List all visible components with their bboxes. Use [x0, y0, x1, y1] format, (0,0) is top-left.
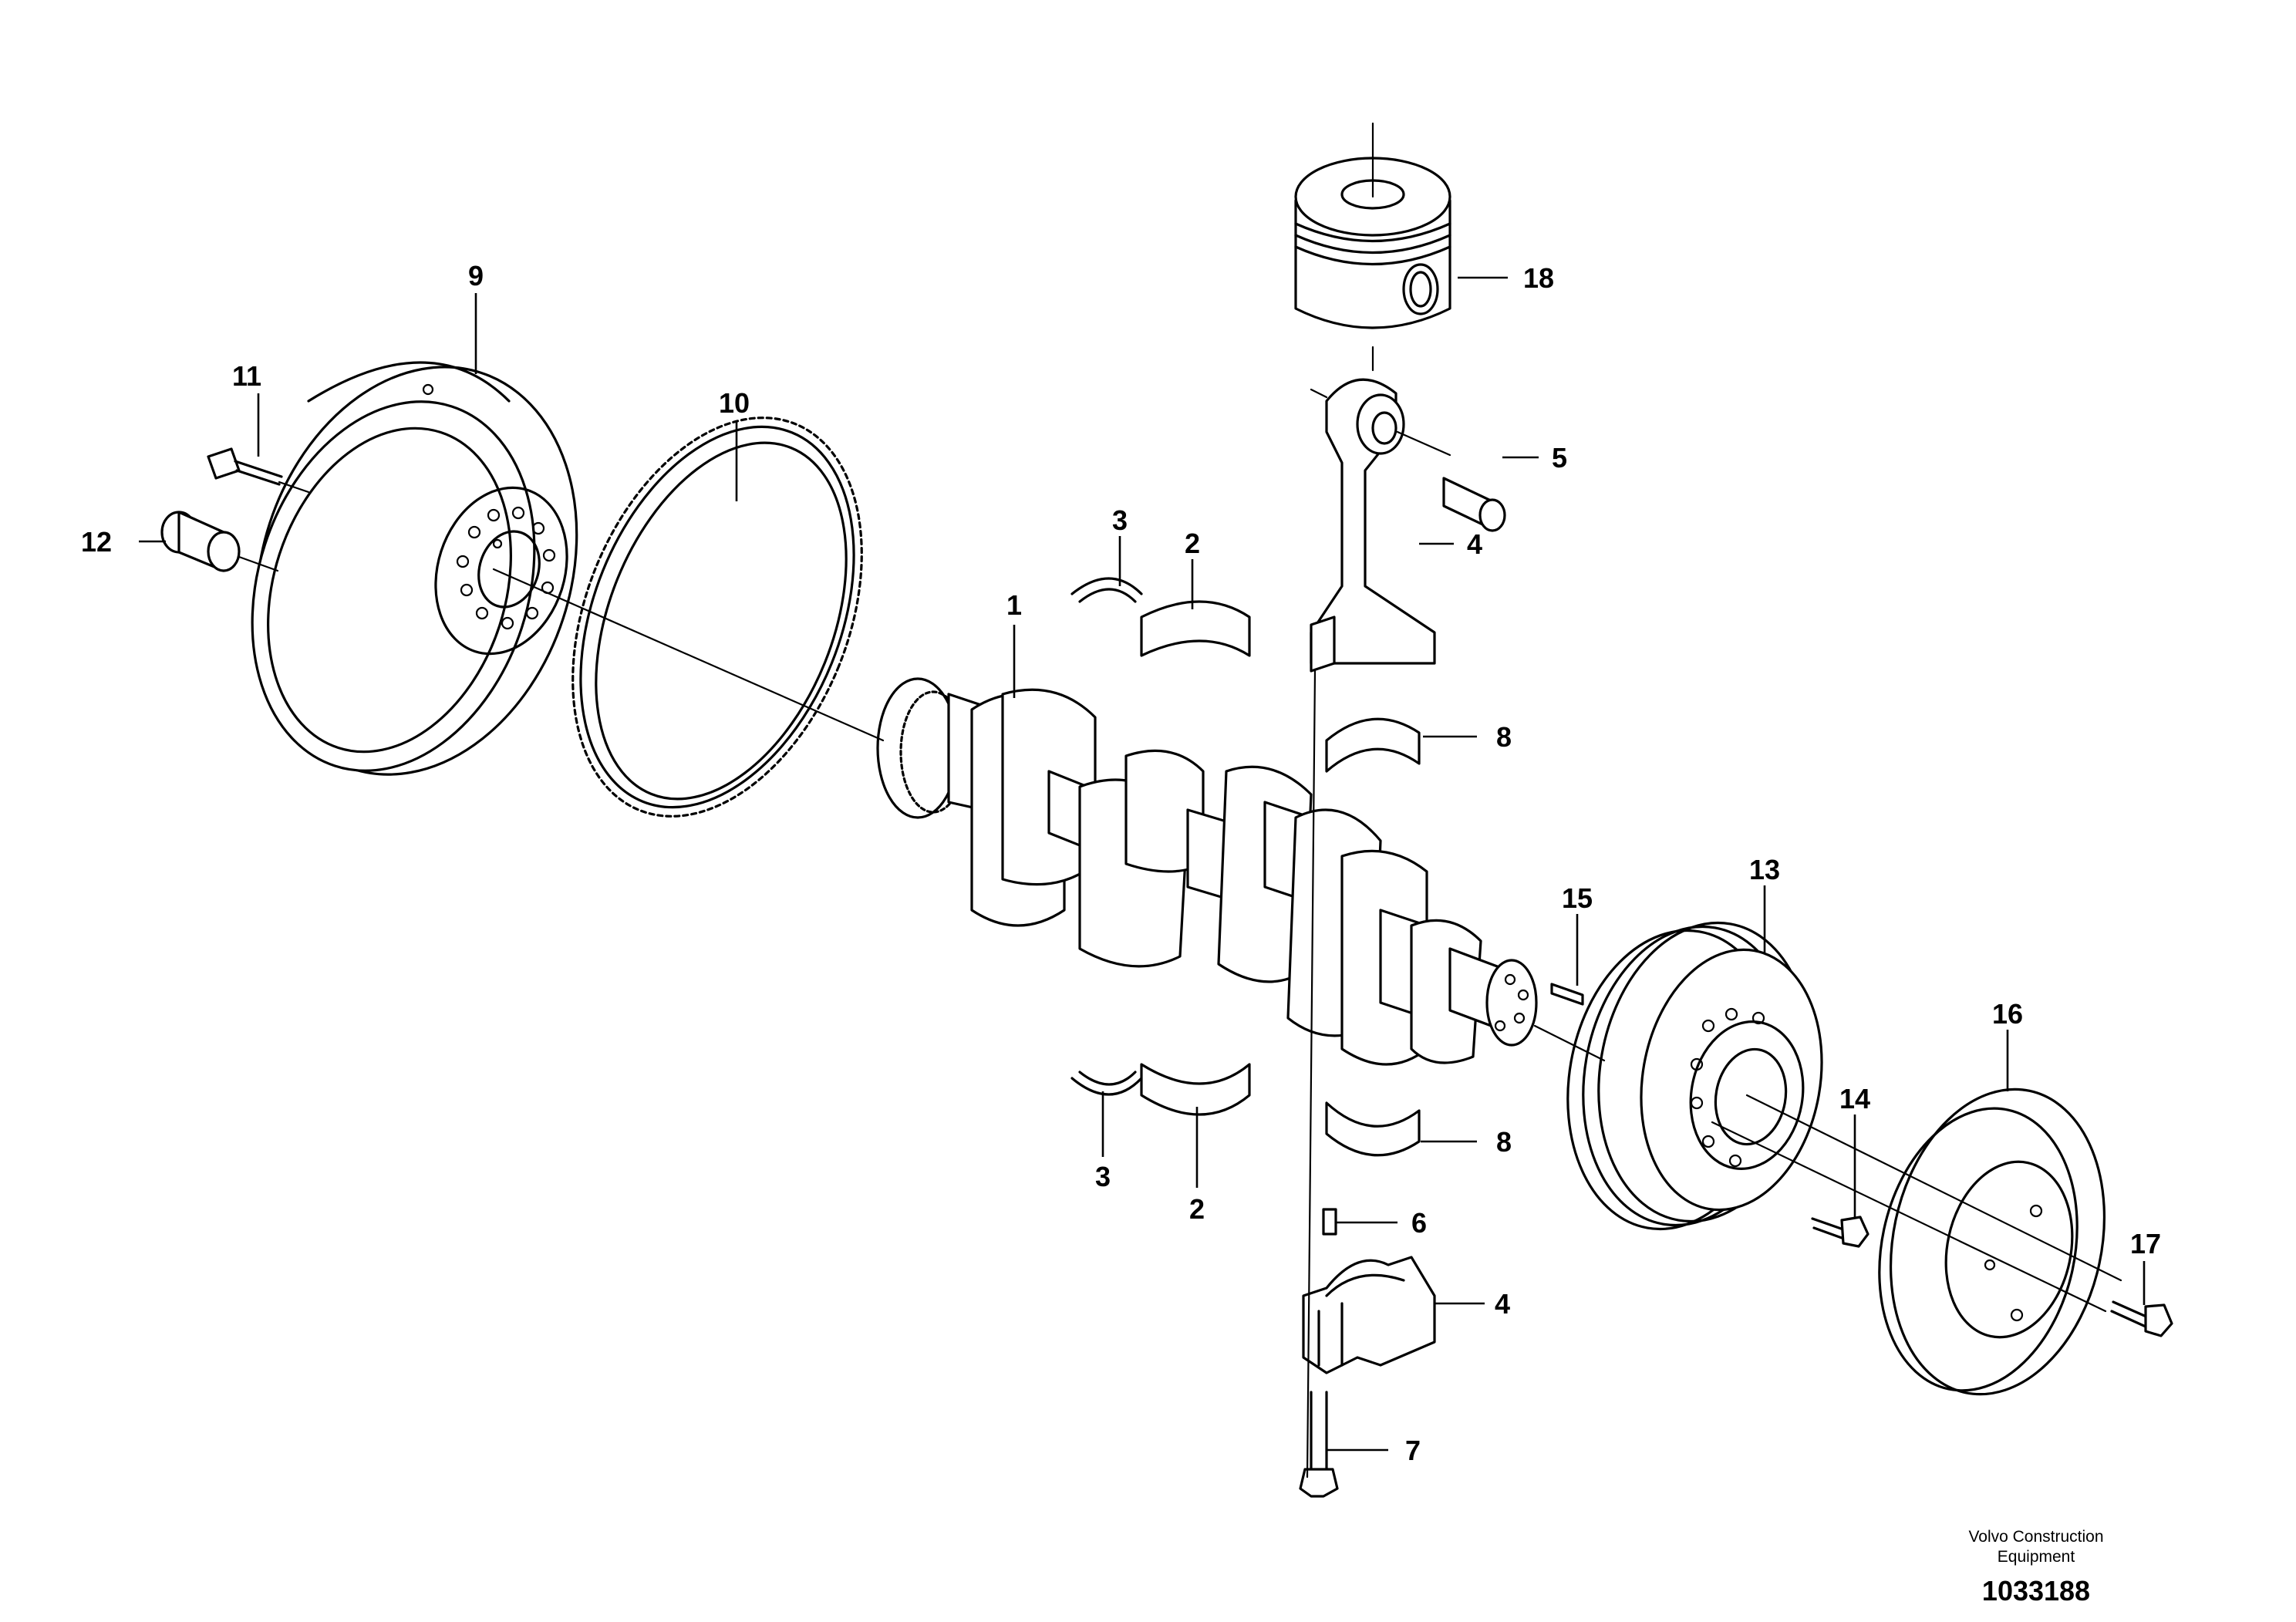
conrod-bolt [1299, 1391, 1339, 1498]
damper-bolt [2110, 1300, 2173, 1337]
callout-15: 15 [1562, 882, 1593, 914]
callout-18: 18 [1523, 262, 1554, 294]
callout-16: 16 [1992, 998, 2023, 1030]
callout-12: 12 [81, 526, 112, 558]
callout-3-upper: 3 [1112, 504, 1128, 536]
publisher-line-2: Equipment [1997, 1548, 2075, 1566]
callout-13: 13 [1749, 854, 1780, 885]
flywheel-bolt [207, 447, 310, 494]
publisher-caption: Volvo Construction Equipment 1033188 [1836, 1527, 2237, 1607]
callout-10: 10 [719, 387, 750, 419]
connecting-rod-cap [1302, 1256, 1436, 1374]
flywheel-bushing [160, 511, 279, 572]
vibration-damper [1878, 1088, 2106, 1396]
callout-labels: 9 11 12 10 1 3 2 4 5 18 8 15 13 3 2 8 6 … [81, 260, 2161, 1466]
crankshaft [876, 677, 1538, 1066]
illustration-number: 1033188 [1981, 1575, 2091, 1607]
callout-1: 1 [1006, 589, 1022, 621]
leader-lines [139, 276, 2146, 1452]
callout-2-upper: 2 [1185, 528, 1200, 559]
pulley-bolt [1811, 1216, 1870, 1248]
callout-4-upper: 4 [1467, 528, 1482, 560]
callout-11: 11 [232, 360, 261, 392]
callout-9: 9 [468, 260, 484, 292]
callout-17: 17 [2130, 1228, 2161, 1259]
thrust-washer-upper [1070, 577, 1143, 603]
callout-6: 6 [1411, 1207, 1427, 1239]
callout-5: 5 [1552, 442, 1567, 474]
connecting-rod [1310, 378, 1436, 673]
flywheel [251, 361, 578, 776]
callout-8-lower: 8 [1496, 1126, 1512, 1158]
ring-gear [571, 416, 863, 818]
callout-3-lower: 3 [1095, 1161, 1111, 1192]
conrod-bearing-shell-lower [1325, 1101, 1421, 1157]
callout-4-lower: 4 [1495, 1288, 1510, 1320]
conrod-bearing-shell-upper [1325, 717, 1421, 773]
callout-7: 7 [1405, 1435, 1421, 1466]
thrust-washer-lower [1070, 1071, 1143, 1096]
callout-2-lower: 2 [1189, 1193, 1205, 1225]
main-bearing-shell-lower [1140, 1063, 1251, 1116]
callout-14: 14 [1839, 1083, 1870, 1114]
crankshaft-pulley [1566, 921, 1823, 1231]
assembly-axes [492, 122, 2122, 1479]
main-bearing-shell-upper [1140, 600, 1251, 657]
publisher-line-1: Volvo Construction [1968, 1528, 2104, 1546]
callout-8-upper: 8 [1496, 721, 1512, 753]
piston-pin-bushing [1442, 477, 1506, 532]
crankshaft-key [1550, 983, 1584, 1006]
cap-sleeve [1322, 1208, 1337, 1236]
